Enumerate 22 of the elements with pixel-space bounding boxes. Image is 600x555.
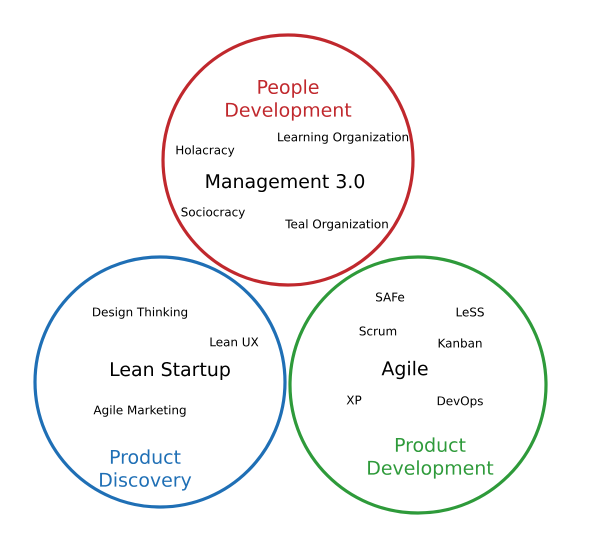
term-label: XP [346,396,362,404]
term-label: Design Thinking [93,307,188,319]
term-label: Lean UX [210,338,258,346]
circle-title: Management 3.0 [206,174,364,192]
circle-title: Lean Startup [111,362,230,380]
term-label: Kanban [438,338,482,348]
term-label: Scrum [360,326,396,336]
term-label: LeSS [456,307,484,317]
term-label: Teal Organization [285,219,388,231]
circle [161,33,415,287]
circle-heading: Product Discovery [100,449,192,491]
term-label: Holacracy [176,145,234,157]
circle [288,255,548,515]
term-label: Sociocracy [182,207,245,219]
term-label: Learning Organization [278,132,408,144]
circle-heading: Product Development [368,437,494,479]
circle-heading: People Development [226,79,352,121]
circle [33,255,287,509]
term-label: Agile Marketing [94,405,186,417]
term-label: SAFe [376,292,404,302]
circle-title: Agile [382,360,428,380]
term-label: DevOps [438,396,483,408]
